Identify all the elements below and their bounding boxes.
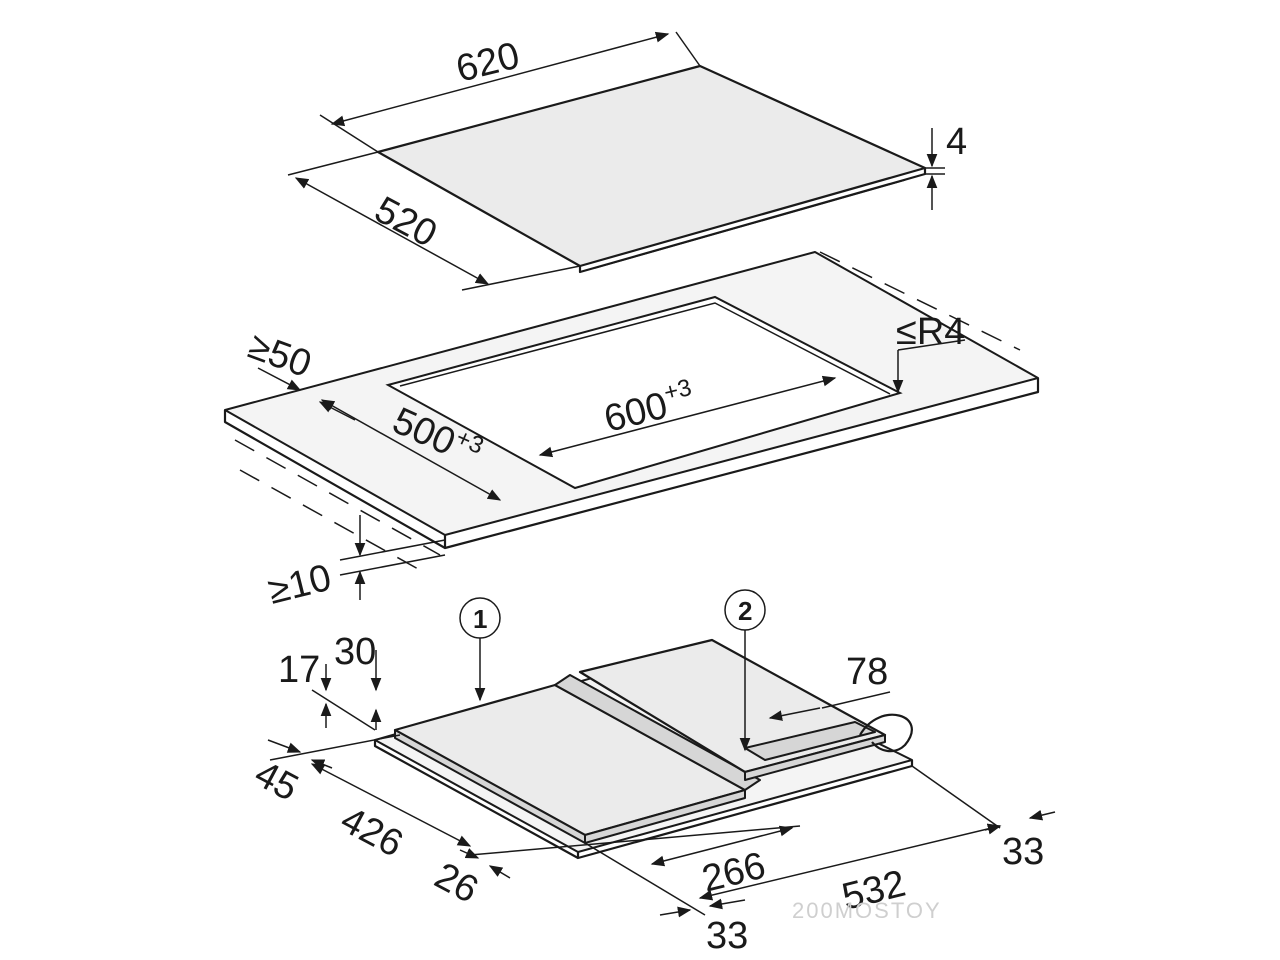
dim-30-label: 30 (334, 631, 376, 673)
hob-depth-label: 520 (368, 189, 444, 256)
dim-78-label: 78 (846, 651, 888, 693)
dim-266-label: 266 (698, 845, 770, 901)
dim-33-right-label: 33 (1002, 831, 1044, 873)
dim-33-left-label: 33 (706, 915, 748, 957)
hob-underside-housing (267, 589, 1056, 918)
dim-17-label: 17 (278, 649, 320, 691)
cutout-width-tolerance: +3 (661, 374, 694, 407)
hob-width-label: 620 (452, 35, 524, 91)
corner-radius-label: ≤R4 (896, 311, 965, 353)
worktop-cutout (223, 251, 1040, 600)
callout-1-label: 1 (473, 604, 487, 634)
dim-26-label: 26 (428, 855, 485, 912)
hob-thickness-label: 4 (946, 121, 967, 163)
watermark: 200MOSTOY (792, 898, 942, 923)
callout-2-label: 2 (738, 596, 752, 626)
dim-45-label: 45 (248, 753, 305, 810)
hob-glass-top (287, 31, 945, 291)
clearance-min-label: ≥10 (264, 557, 335, 613)
edge-min-label: ≥50 (243, 325, 317, 386)
